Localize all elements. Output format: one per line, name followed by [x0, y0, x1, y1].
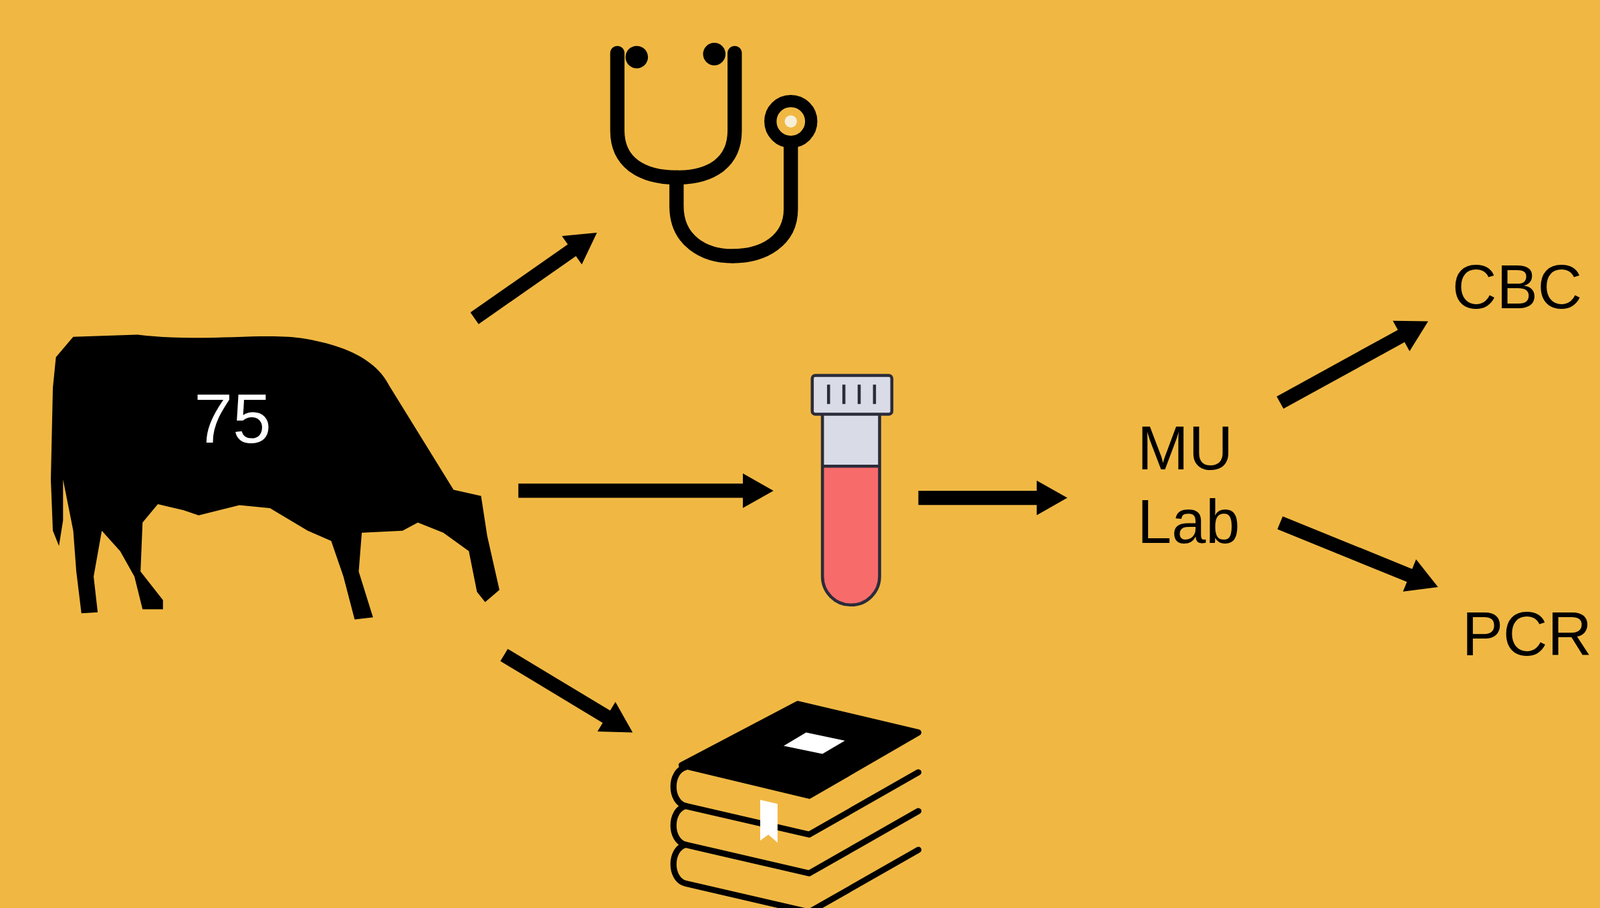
arrow-head	[1037, 480, 1068, 516]
tube-outline	[822, 413, 880, 606]
books-icon	[673, 704, 919, 908]
cap-ridge	[827, 384, 831, 404]
book	[673, 805, 919, 874]
arrow-shaft	[504, 655, 609, 719]
flow-arrow	[474, 232, 598, 319]
arrow-shaft	[1280, 335, 1403, 404]
cow-shape	[50, 331, 502, 623]
arrow-head	[742, 473, 774, 509]
callout-number: 75	[193, 383, 272, 454]
cow-body	[50, 334, 500, 620]
chestpiece-center	[784, 115, 797, 128]
arrow-head	[561, 232, 597, 265]
book	[673, 844, 919, 908]
book-label	[783, 732, 846, 755]
chestpiece	[770, 100, 812, 142]
earpiece	[625, 46, 649, 69]
tube-top	[822, 413, 880, 467]
arrow-head	[1392, 320, 1429, 352]
arrow-shaft	[918, 490, 1040, 505]
flow-arrow	[1280, 522, 1439, 592]
arrow-shaft	[1280, 522, 1411, 576]
arrow-head	[597, 702, 634, 733]
tube-cap	[812, 375, 892, 415]
cap-ridge	[842, 384, 846, 404]
tube-level	[822, 464, 880, 469]
flow-arrow	[504, 655, 633, 733]
arrow-head	[1402, 559, 1438, 592]
test-name: CBC	[1452, 250, 1582, 324]
top-book	[681, 704, 919, 796]
flow-arrow	[918, 480, 1068, 516]
cap-ridge	[857, 384, 862, 404]
cap-ridge	[873, 384, 877, 404]
tube-blood	[822, 413, 880, 606]
arrow-shaft	[474, 248, 574, 319]
arrow-shaft	[518, 483, 745, 498]
earpiece	[703, 42, 727, 66]
lab-label: MU Lab	[1117, 399, 1261, 571]
test-label: PCR	[1458, 585, 1596, 683]
cow-silhouette: 75	[50, 331, 502, 623]
stethoscope-tube	[676, 141, 791, 257]
lab-name: MU Lab	[1137, 411, 1241, 559]
bookmark	[760, 799, 778, 843]
flow-arrow	[1280, 320, 1429, 403]
test-tube-icon	[812, 375, 892, 606]
flow-arrow	[518, 473, 774, 509]
stethoscope-tube	[617, 52, 735, 178]
test-name: PCR	[1462, 597, 1592, 671]
test-label: CBC	[1448, 238, 1586, 336]
stethoscope-icon	[617, 42, 812, 257]
